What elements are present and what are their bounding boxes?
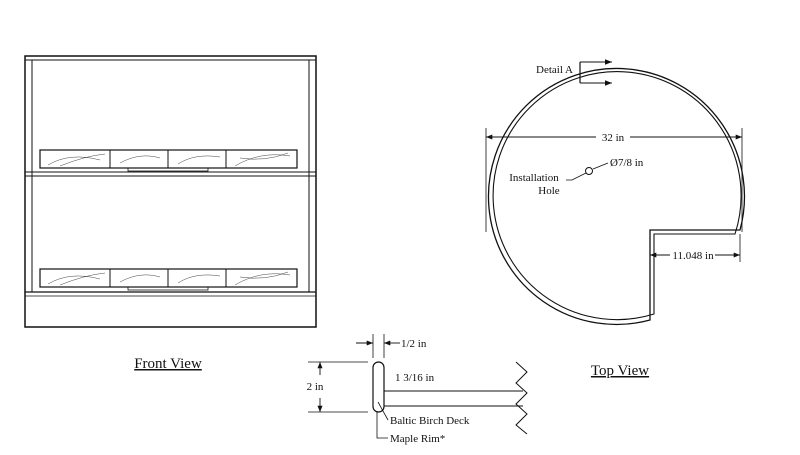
cabinet-outline [24, 55, 317, 328]
detail-section: 1/2 in 2 in 1 3/16 in Baltic Birch Deck … [307, 334, 528, 445]
hole-label-line2: Hole [538, 185, 560, 197]
rim-height-label: 2 in [307, 381, 324, 393]
upper-tray [39, 149, 298, 172]
diameter-dimension: 32 in [485, 128, 743, 232]
diameter-label: 32 in [602, 132, 625, 144]
cutout-dimension: 11.048 in [649, 234, 741, 262]
top-view: Detail A 32 in Ø7/8 in Installation Hole… [485, 59, 746, 379]
lower-tray [39, 268, 298, 291]
hole-label-line1: Installation [509, 172, 559, 184]
rim-height-dimension: 2 in [307, 361, 368, 413]
installation-hole: Ø7/8 in Installation Hole [509, 157, 644, 197]
installation-hole-circle [585, 167, 593, 175]
cutout-label: 11.048 in [672, 250, 714, 262]
rim-thickness-dimension: 1/2 in [356, 334, 427, 358]
top-view-caption: Top View [591, 363, 649, 379]
lazy-susan-inner-outline [492, 71, 742, 321]
detail-a-label: Detail A [536, 64, 573, 76]
front-view: Front View [24, 55, 317, 372]
front-view-caption: Front View [134, 356, 202, 372]
detail-a-marker: Detail A [536, 59, 612, 86]
rim-thickness-label: 1/2 in [401, 338, 427, 350]
lazy-susan-outer-outline [487, 67, 746, 326]
rim-label: Maple Rim* [390, 433, 445, 445]
deck-offset-label: 1 3/16 in [395, 372, 435, 384]
hole-size-label: Ø7/8 in [610, 157, 644, 169]
deck-break-line [515, 361, 528, 435]
deck-label: Baltic Birch Deck [390, 415, 470, 427]
maple-rim [372, 361, 385, 413]
